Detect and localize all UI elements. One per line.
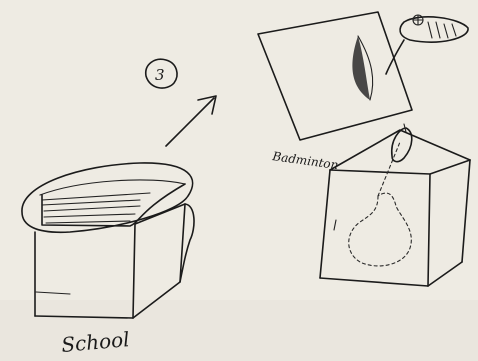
step-number: 3 bbox=[155, 66, 165, 84]
